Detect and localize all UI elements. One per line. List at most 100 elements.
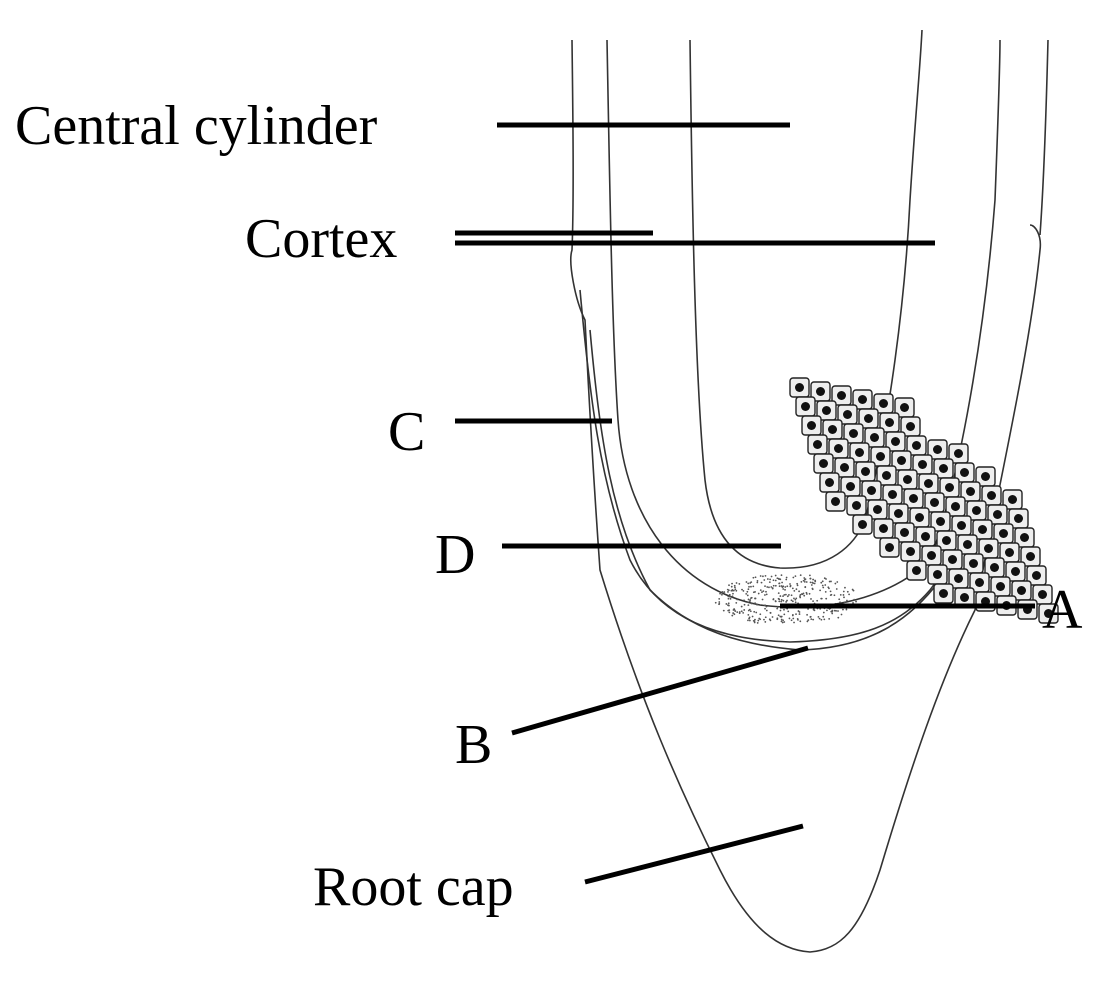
- stipple-dot: [780, 615, 783, 618]
- stipple-dot: [786, 599, 788, 602]
- stipple-dot: [762, 575, 764, 578]
- stipple-dot: [782, 588, 785, 590]
- stipple-dot: [831, 610, 833, 613]
- stipple-dot: [754, 618, 756, 621]
- meristem-cell: [813, 453, 834, 474]
- stipple-dot: [747, 588, 750, 591]
- stipple-dot: [828, 618, 831, 620]
- meristem-cell: [915, 526, 936, 547]
- stipple-dot: [735, 602, 738, 604]
- stipple-dot: [846, 599, 848, 602]
- meristem-cell: [828, 438, 849, 459]
- stipple-dot: [791, 600, 794, 603]
- stipple-dot: [793, 621, 795, 624]
- stipple-dot: [732, 592, 734, 595]
- stipple-dot: [729, 597, 732, 600]
- stipple-dot: [795, 597, 798, 600]
- stipple-dot: [803, 594, 806, 597]
- stipple-dot: [795, 613, 797, 616]
- stipple-dot: [788, 593, 790, 596]
- stipple-dot: [770, 575, 773, 578]
- stipple-dot: [727, 589, 730, 592]
- stipple-dot: [825, 597, 828, 600]
- meristem-cell: [1032, 584, 1053, 605]
- stipple-dot: [743, 603, 746, 606]
- stipple-dot: [807, 619, 810, 621]
- stipple-dot: [770, 586, 773, 588]
- stipple-dot: [834, 582, 837, 585]
- meristem-cell: [825, 491, 846, 512]
- stipple-dot: [738, 583, 741, 585]
- stipple-dot: [833, 609, 836, 612]
- stipple-dot: [764, 574, 767, 577]
- stipple-dot: [839, 593, 842, 596]
- meristem-cell: [822, 419, 843, 440]
- meristem-cell: [834, 457, 855, 478]
- meristem-cell: [846, 495, 867, 516]
- stipple-dot: [780, 574, 783, 577]
- stipple-dot: [782, 595, 784, 598]
- meristem-cell: [966, 500, 987, 521]
- stipple-dot: [740, 605, 743, 608]
- stipple-dot: [793, 597, 795, 600]
- stipple-dot: [721, 590, 724, 593]
- meristem-cell: [990, 576, 1011, 597]
- meristem-cell: [903, 488, 924, 509]
- stipple-dot: [812, 608, 815, 611]
- stipple-dot: [780, 618, 783, 621]
- stipple-dot: [748, 600, 751, 602]
- stipple-dot: [727, 609, 730, 612]
- stipple-dot: [818, 617, 821, 620]
- stipple-dot: [746, 601, 749, 604]
- meristem-cell: [900, 541, 921, 562]
- stipple-dot: [798, 590, 800, 593]
- stipple-dot: [846, 590, 849, 593]
- stipple-dot: [776, 577, 779, 580]
- meristem-cell: [1020, 546, 1041, 567]
- stipple-dot: [746, 594, 749, 597]
- stipple-dot: [741, 588, 743, 591]
- stipple-dot: [794, 598, 797, 601]
- stipple-dot: [763, 618, 765, 621]
- stipple-dot: [831, 612, 834, 615]
- stipple-dot: [783, 613, 786, 616]
- meristem-cell: [882, 484, 903, 505]
- stipple-dot: [765, 590, 767, 593]
- stipple-dot: [728, 593, 731, 596]
- stipple-dot: [783, 594, 786, 596]
- stipple-dot: [760, 581, 763, 584]
- label-d: D: [435, 524, 475, 586]
- stipple-dot: [777, 597, 780, 600]
- label-central-cylinder: Central cylinder: [15, 95, 378, 157]
- meristem-cell: [1008, 508, 1029, 529]
- stipple-dot: [842, 594, 845, 596]
- meristem-cell: [987, 504, 1008, 525]
- stipple-dot: [822, 615, 825, 618]
- stipple-dot: [721, 593, 723, 596]
- stipple-dot: [808, 574, 811, 577]
- stipple-dot: [842, 608, 844, 611]
- stipple-dot: [835, 609, 838, 612]
- stipple-dot: [806, 620, 809, 623]
- stipple-dot: [809, 581, 812, 584]
- stipple-dot: [746, 590, 749, 593]
- meristem-cell: [894, 522, 915, 543]
- stipple-dot: [821, 580, 824, 583]
- stipple-dot: [799, 593, 802, 596]
- meristem-cell: [1011, 580, 1032, 601]
- stipple-dot: [791, 614, 794, 617]
- stipple-dot: [756, 622, 759, 624]
- stipple-dot: [785, 601, 788, 603]
- stipple-dot: [826, 609, 828, 612]
- stipple-dot: [803, 577, 806, 579]
- stipple-dot: [805, 593, 808, 595]
- meristem-cell: [816, 400, 837, 421]
- stipple-dot: [768, 618, 771, 621]
- stipple-dot: [754, 597, 756, 600]
- stipple-dot: [756, 581, 759, 584]
- meristem-cell: [1026, 565, 1047, 586]
- stipple-dot: [833, 594, 836, 597]
- stipple-dot: [776, 606, 779, 609]
- stipple-dot: [786, 585, 789, 588]
